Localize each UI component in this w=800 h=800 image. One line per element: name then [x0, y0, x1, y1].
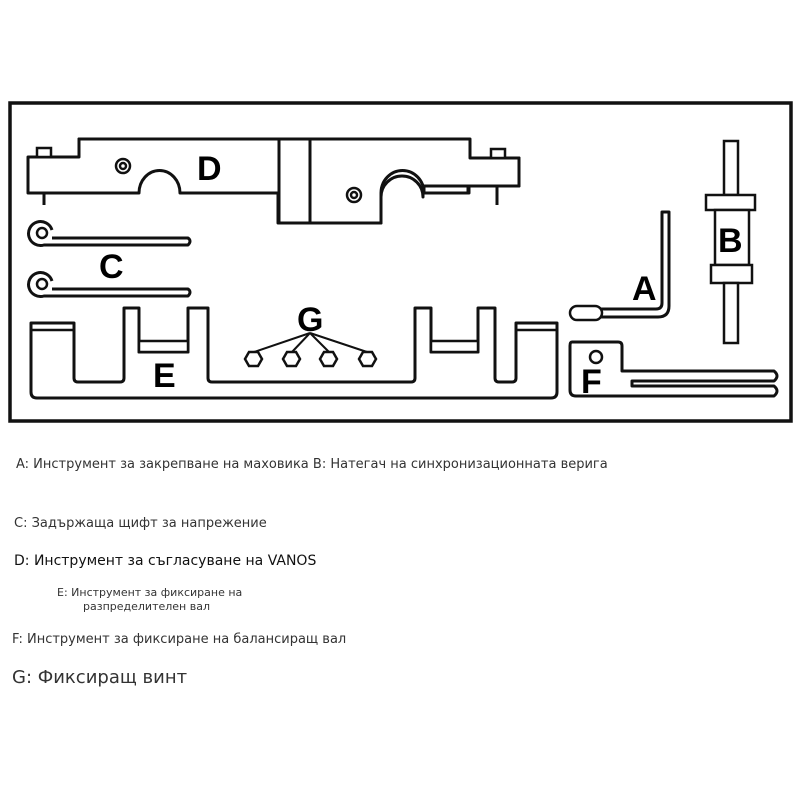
legend-g: G: Фиксиращ винт [12, 667, 188, 688]
legend-e-line1: E: Инструмент за фиксиране на [57, 586, 243, 599]
tool-e-camshaft-fixing [29, 306, 559, 400]
label-b: B [718, 222, 743, 260]
label-f: F [581, 363, 602, 401]
label-g: G [297, 301, 323, 339]
label-c: C [99, 248, 124, 286]
legend-c: C: Задържаща щифт за напрежение [14, 516, 267, 531]
tool-g-fixing-screws [243, 332, 378, 368]
tool-kit-diagram: D C G E A B F [8, 101, 793, 423]
label-d: D [197, 150, 222, 188]
tool-f-balance-shaft [568, 340, 779, 398]
legend-f: F: Инструмент за фиксиране на балансиращ… [12, 632, 347, 647]
label-e: E [153, 357, 176, 395]
legend-d: D: Инструмент за съгласуване на VANOS [14, 553, 317, 569]
tool-c-tension-pins [27, 220, 192, 298]
label-a: A [632, 270, 657, 308]
tool-b-chain-tensioner [704, 139, 757, 345]
legend-a-b: A: Инструмент за закрепване на маховика … [16, 457, 608, 472]
legend-e-line2: разпределителен вал [83, 600, 210, 613]
tool-d-vanos-alignment [26, 137, 521, 225]
tool-a-flywheel-locking [568, 210, 671, 322]
legend-e: E: Инструмент за фиксиране на разпредели… [57, 586, 242, 614]
